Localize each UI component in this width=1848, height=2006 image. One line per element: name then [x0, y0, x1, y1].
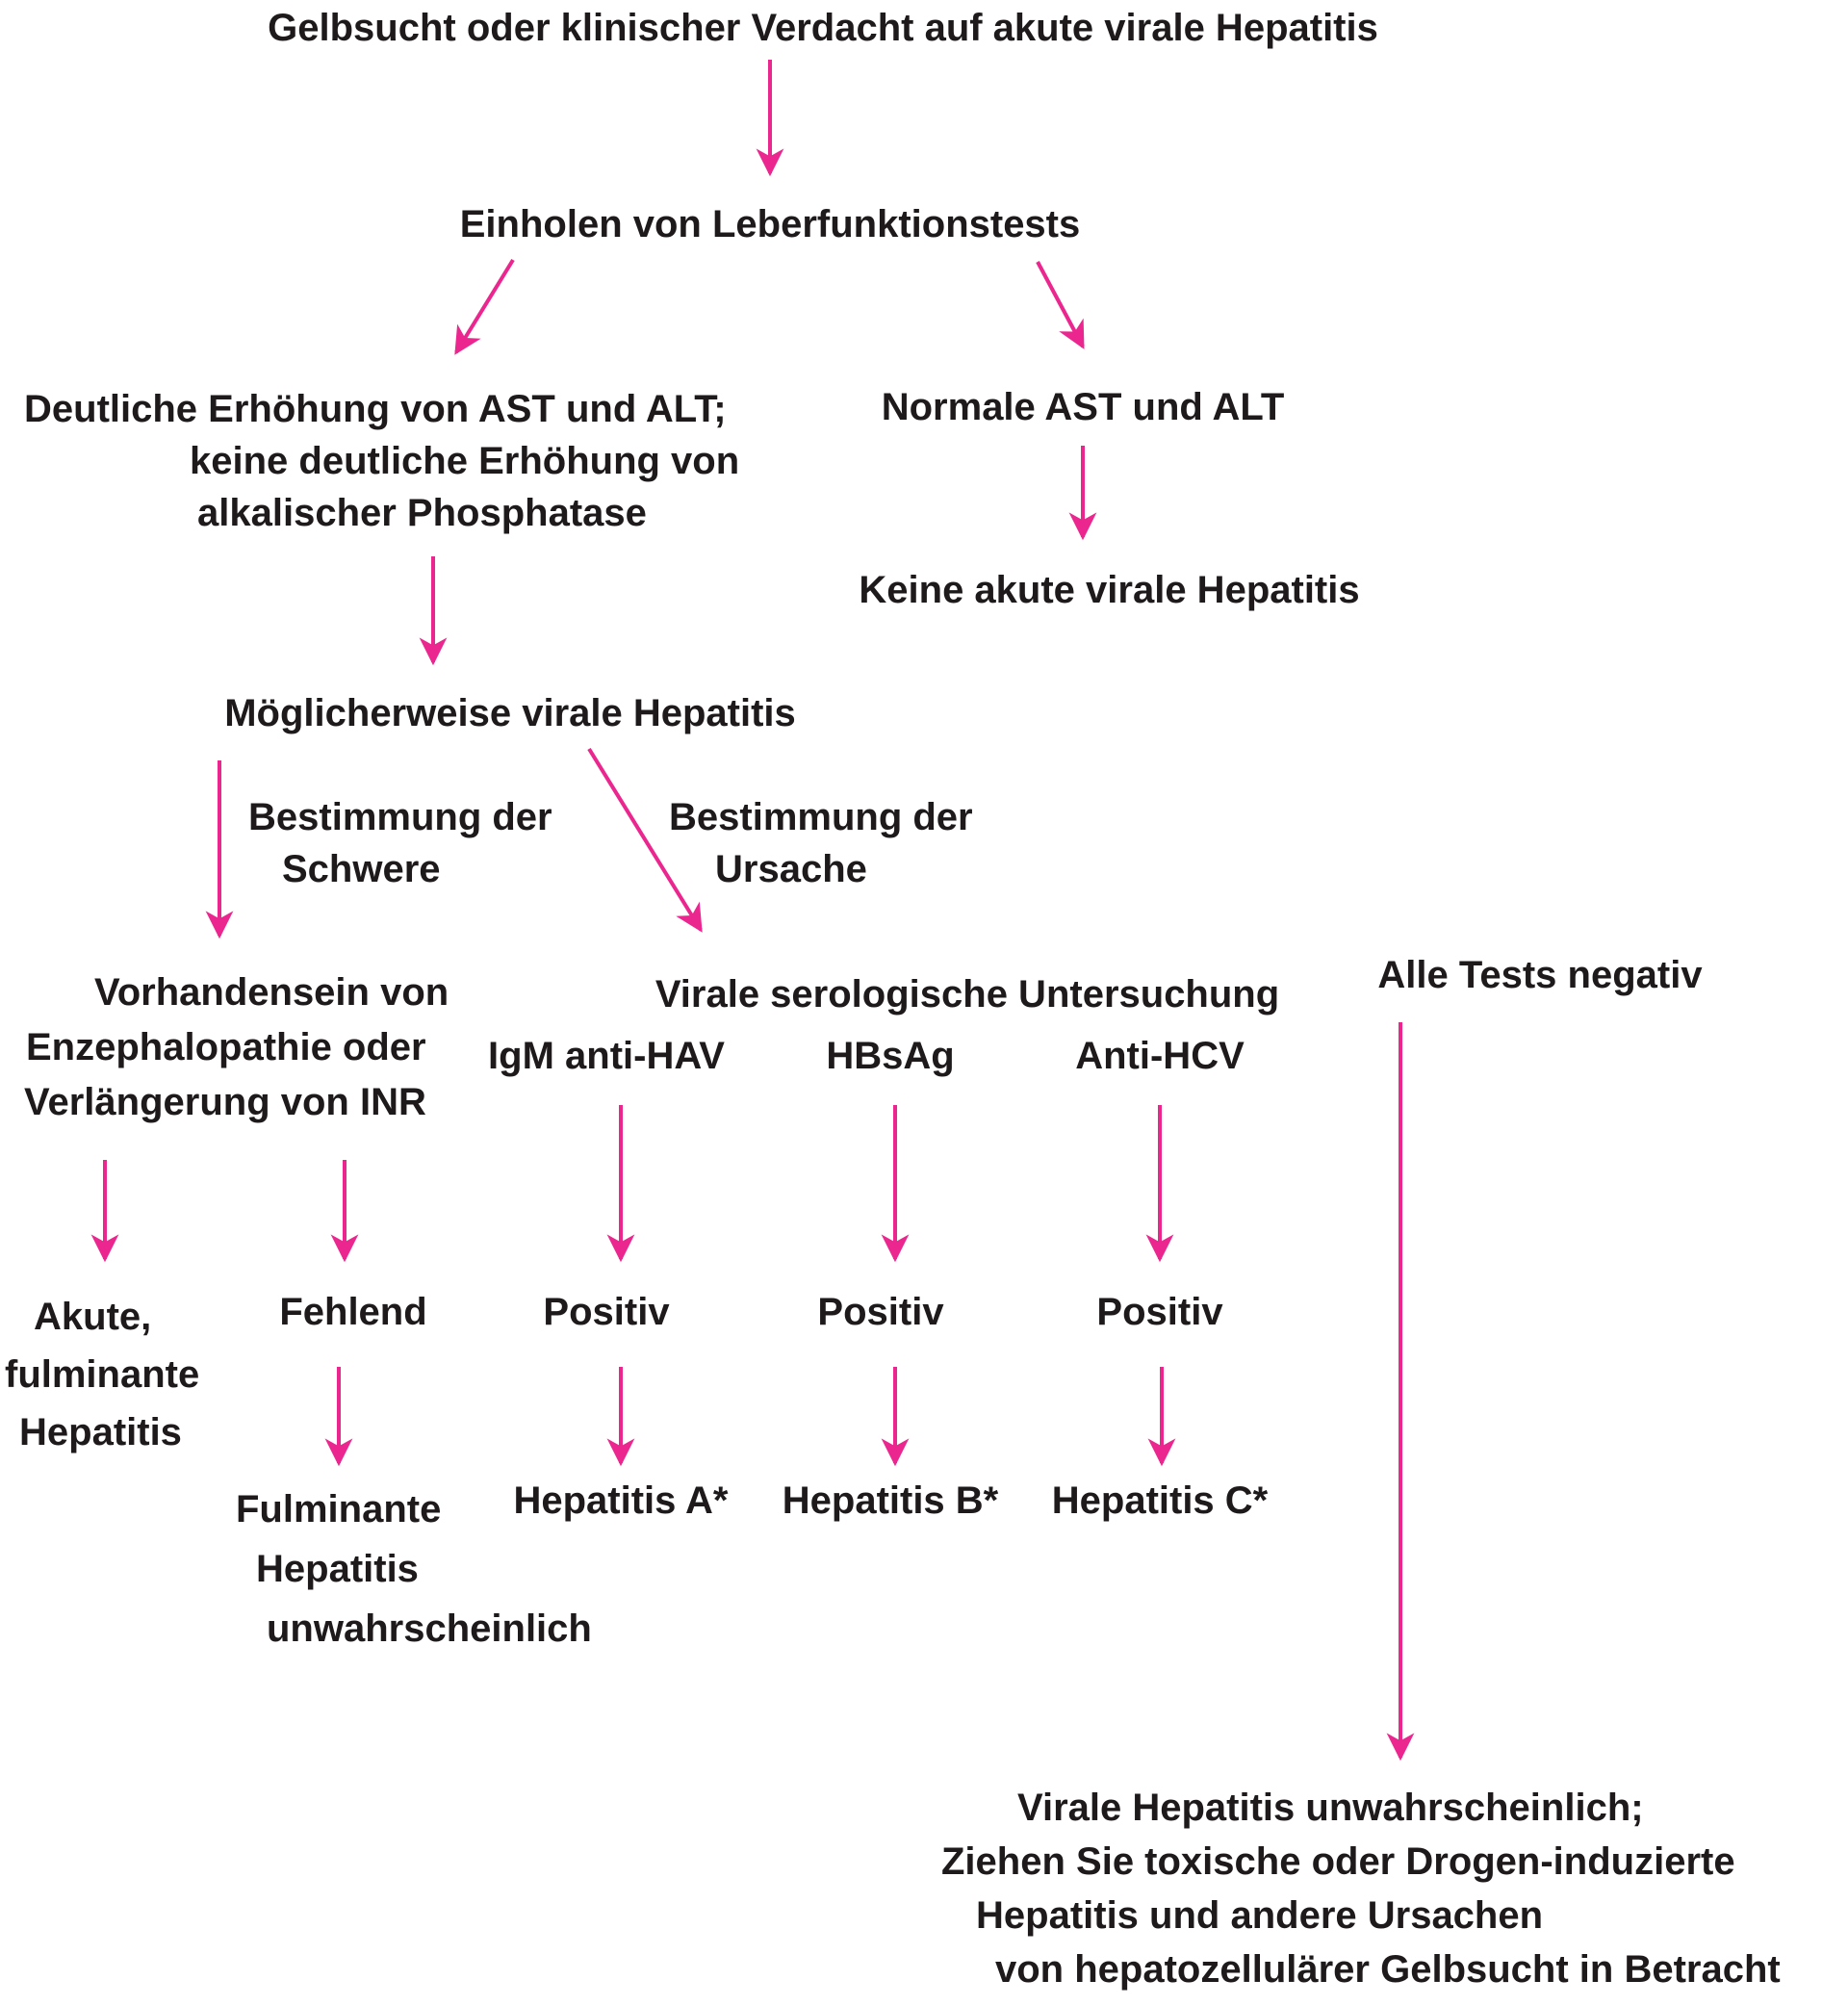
node-liver-tests: Einholen von Leberfunktionstests	[459, 203, 1081, 245]
node-hepatitis-b: Hepatitis B*	[782, 1479, 999, 1522]
node-line: fulminante	[5, 1353, 200, 1396]
node-positiv-hbv: Positiv	[817, 1291, 944, 1333]
label-line: Ursache	[715, 848, 867, 890]
node-line: Ziehen Sie toxische oder Drogen-induzier…	[941, 1840, 1735, 1883]
node-fehlend: Fehlend	[279, 1291, 427, 1333]
node-line: Enzephalopathie oder	[26, 1026, 426, 1068]
label-severity-assessment: Bestimmung der Schwere	[248, 791, 552, 895]
label-cause-assessment: Bestimmung der Ursache	[669, 791, 973, 895]
node-line: Virale Hepatitis unwahrscheinlich;	[1017, 1787, 1644, 1829]
node-line: alkalischer Phosphatase	[197, 492, 647, 534]
node-encephalopathy-inr: Vorhandensein von Enzephalopathie oder V…	[14, 965, 449, 1130]
node-line: Deutliche Erhöhung von AST und ALT;	[24, 388, 727, 430]
node-line: Vorhandensein von	[94, 971, 449, 1014]
node-all-tests-negative: Alle Tests negativ	[1377, 954, 1703, 996]
arrow-tests-to-elevated	[454, 258, 515, 355]
node-positiv-hav: Positiv	[543, 1291, 670, 1333]
node-igm-anti-hav: IgM anti-HAV	[488, 1035, 725, 1077]
node-line: Hepatitis	[256, 1548, 419, 1590]
arrow-tests-to-normal	[1036, 261, 1085, 349]
label-line: Bestimmung der	[669, 796, 973, 838]
node-line: keine deutliche Erhöhung von	[190, 440, 740, 482]
node-no-acute-hepatitis: Keine akute virale Hepatitis	[859, 569, 1360, 611]
node-normal-ast-alt: Normale AST und ALT	[881, 386, 1285, 428]
node-line: unwahrscheinlich	[267, 1607, 592, 1650]
node-line: Verlängerung von INR	[24, 1081, 426, 1123]
node-start: Gelbsucht oder klinischer Verdacht auf a…	[268, 7, 1378, 49]
label-line: Schwere	[282, 848, 441, 890]
label-line: Bestimmung der	[248, 796, 552, 838]
node-hbsag: HBsAg	[826, 1035, 955, 1077]
node-hepatitis-a: Hepatitis A*	[513, 1479, 729, 1522]
node-anti-hcv: Anti-HCV	[1075, 1035, 1245, 1077]
node-hepatitis-c: Hepatitis C*	[1051, 1479, 1269, 1522]
node-line: Hepatitis	[19, 1411, 182, 1453]
node-possible-viral-hepatitis: Möglicherweise virale Hepatitis	[224, 692, 796, 734]
node-line: Fulminante	[236, 1488, 442, 1530]
node-line: Akute,	[34, 1296, 152, 1338]
node-viral-serology: Virale serologische Untersuchung	[654, 973, 1280, 1016]
node-line: von hepatozellulärer Gelbsucht in Betrac…	[995, 1948, 1781, 1991]
node-fulminant-unlikely: Fulminante Hepatitis unwahrscheinlich	[236, 1479, 592, 1659]
node-viral-unlikely-consider-other: Virale Hepatitis unwahrscheinlich; Ziehe…	[941, 1781, 1781, 1996]
node-acute-fulminant-hepatitis: Akute, fulminante Hepatitis	[5, 1288, 199, 1461]
node-positiv-hcv: Positiv	[1096, 1291, 1223, 1333]
node-line: Hepatitis und andere Ursachen	[976, 1894, 1544, 1937]
node-elevated-ast-alt: Deutliche Erhöhung von AST und ALT; kein…	[14, 383, 739, 539]
